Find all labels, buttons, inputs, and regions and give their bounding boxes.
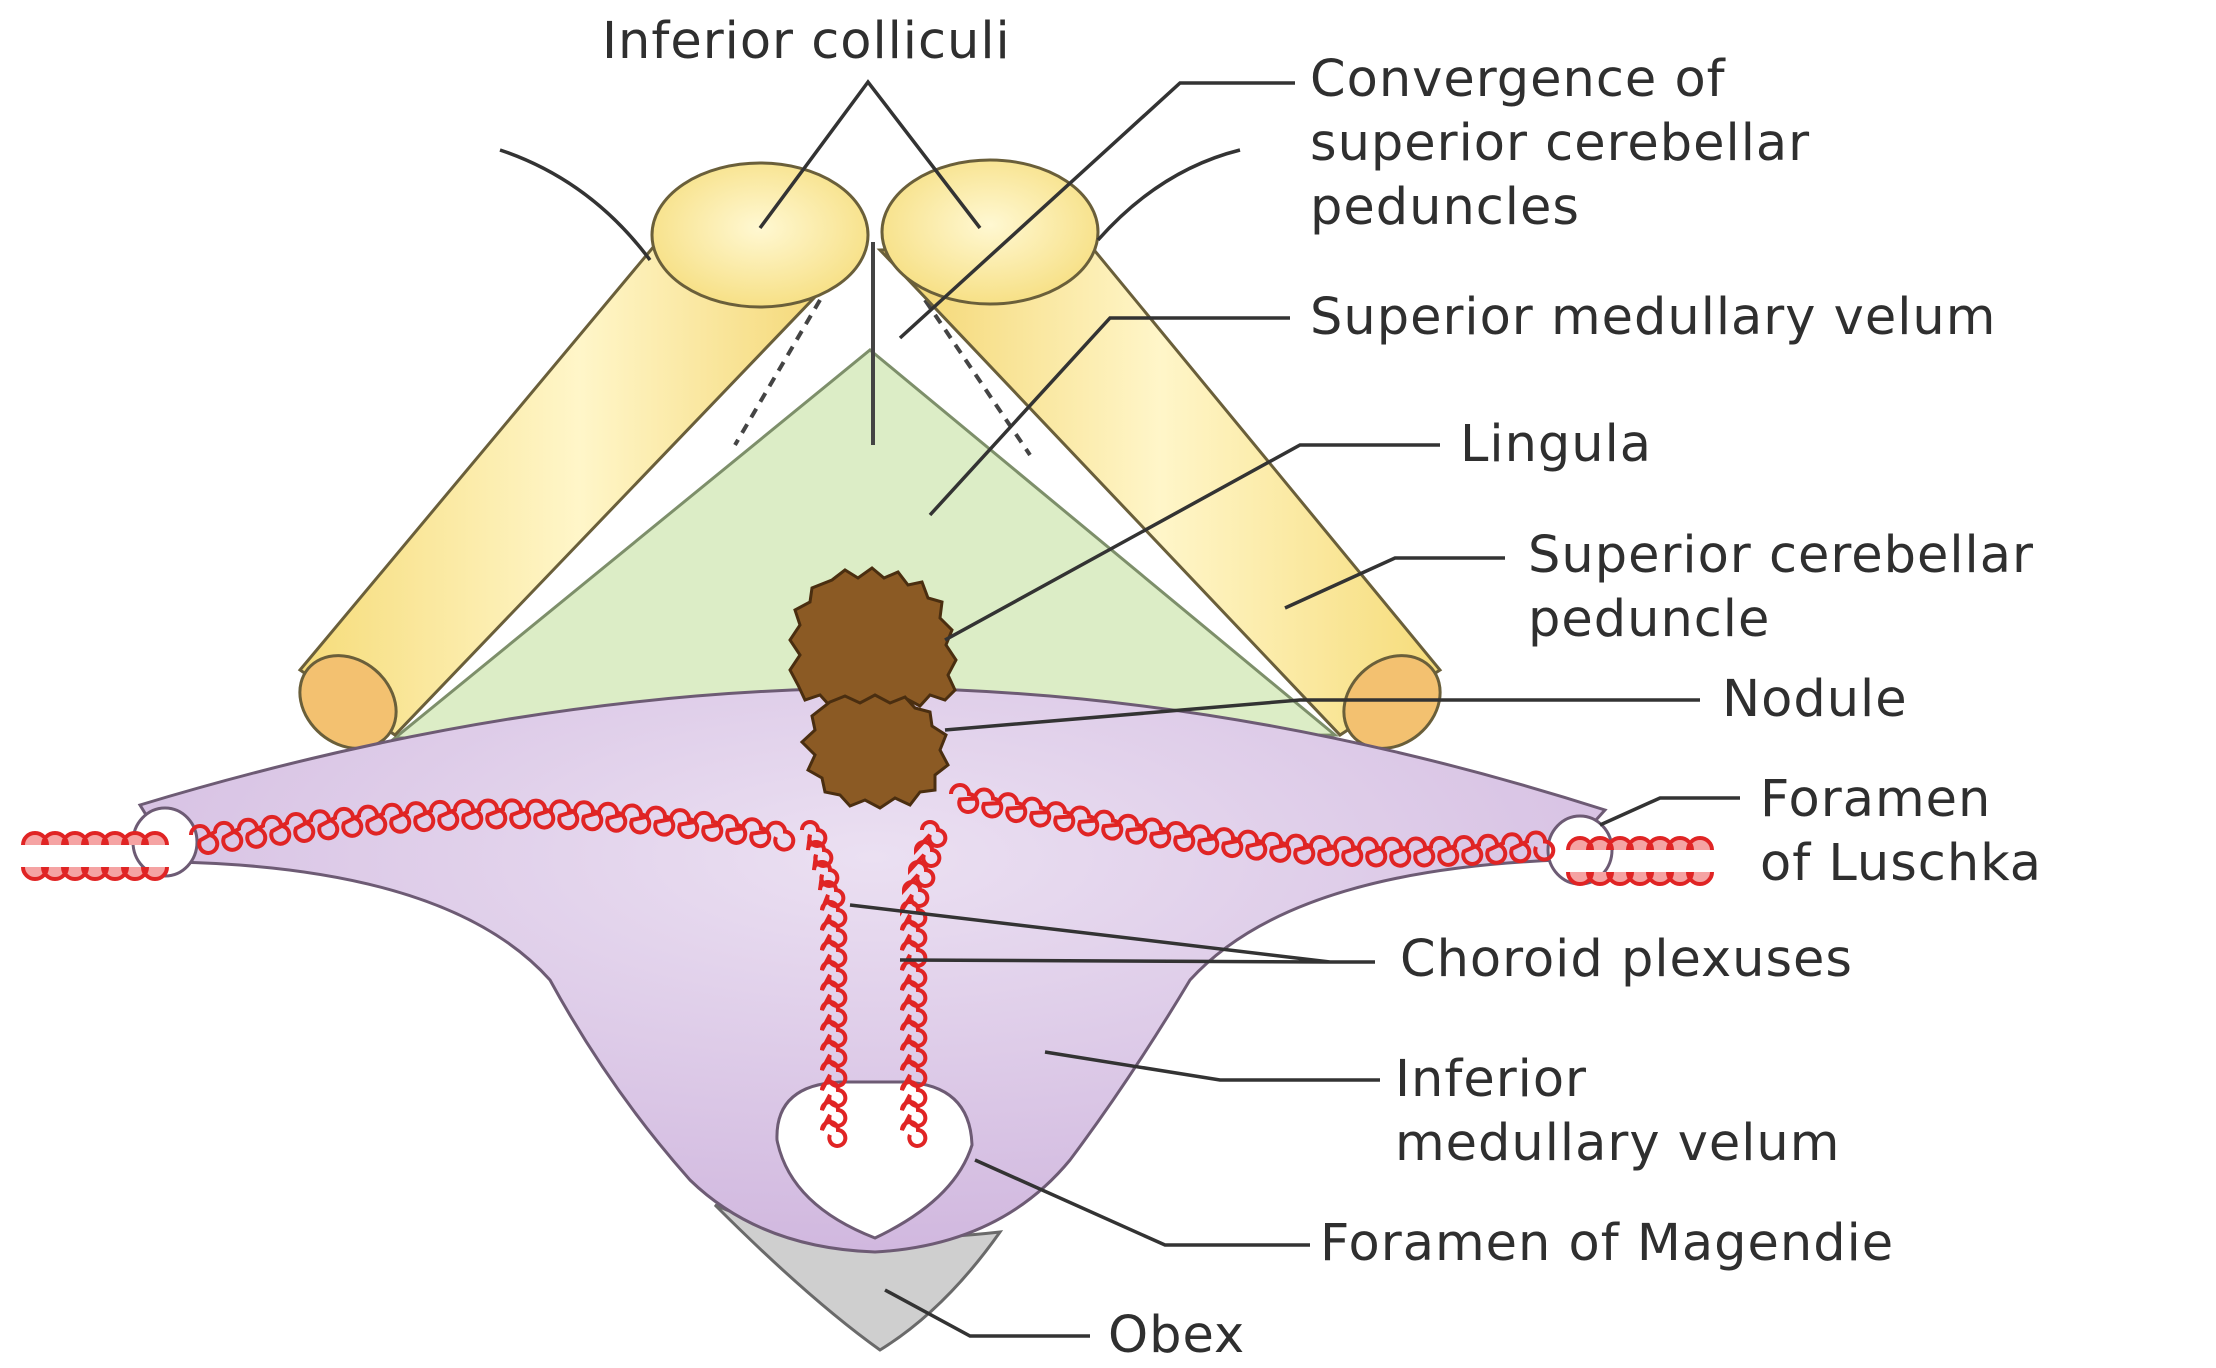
label-nodule: Nodule bbox=[1722, 668, 1908, 732]
leader-right-colliculus-edge bbox=[1098, 150, 1240, 240]
label-inferior-medullary-velum-line1: Inferior bbox=[1395, 1048, 1587, 1112]
label-obex: Obex bbox=[1108, 1304, 1245, 1368]
label-lingula: Lingula bbox=[1460, 413, 1652, 477]
label-inferior-medullary-velum-line2: medullary velum bbox=[1395, 1112, 1840, 1176]
label-inferior-colliculi: Inferior colliculi bbox=[602, 10, 1011, 74]
label-foramen-of-luschka-line2: of Luschka bbox=[1760, 832, 2042, 896]
label-superior-cerebellar-peduncle-line2: peduncle bbox=[1528, 588, 1770, 652]
leader-foramen-of-luschka bbox=[1600, 798, 1740, 825]
label-convergence-line2: superior cerebellar bbox=[1310, 112, 1810, 176]
label-convergence-line3: peduncles bbox=[1310, 176, 1580, 240]
right-inferior-colliculus bbox=[882, 160, 1098, 304]
leader-superior-medullary-velum bbox=[500, 150, 650, 260]
label-superior-cerebellar-peduncle-line1: Superior cerebellar bbox=[1528, 524, 2034, 588]
label-convergence-line1: Convergence of bbox=[1310, 48, 1726, 112]
label-superior-medullary-velum: Superior medullary velum bbox=[1310, 286, 1996, 350]
nodule-shape bbox=[802, 695, 948, 808]
label-choroid-plexuses: Choroid plexuses bbox=[1400, 928, 1853, 992]
label-foramen-of-luschka-line1: Foramen bbox=[1760, 768, 1991, 832]
label-foramen-of-magendie: Foramen of Magendie bbox=[1320, 1212, 1894, 1276]
left-inferior-colliculus bbox=[652, 163, 868, 307]
